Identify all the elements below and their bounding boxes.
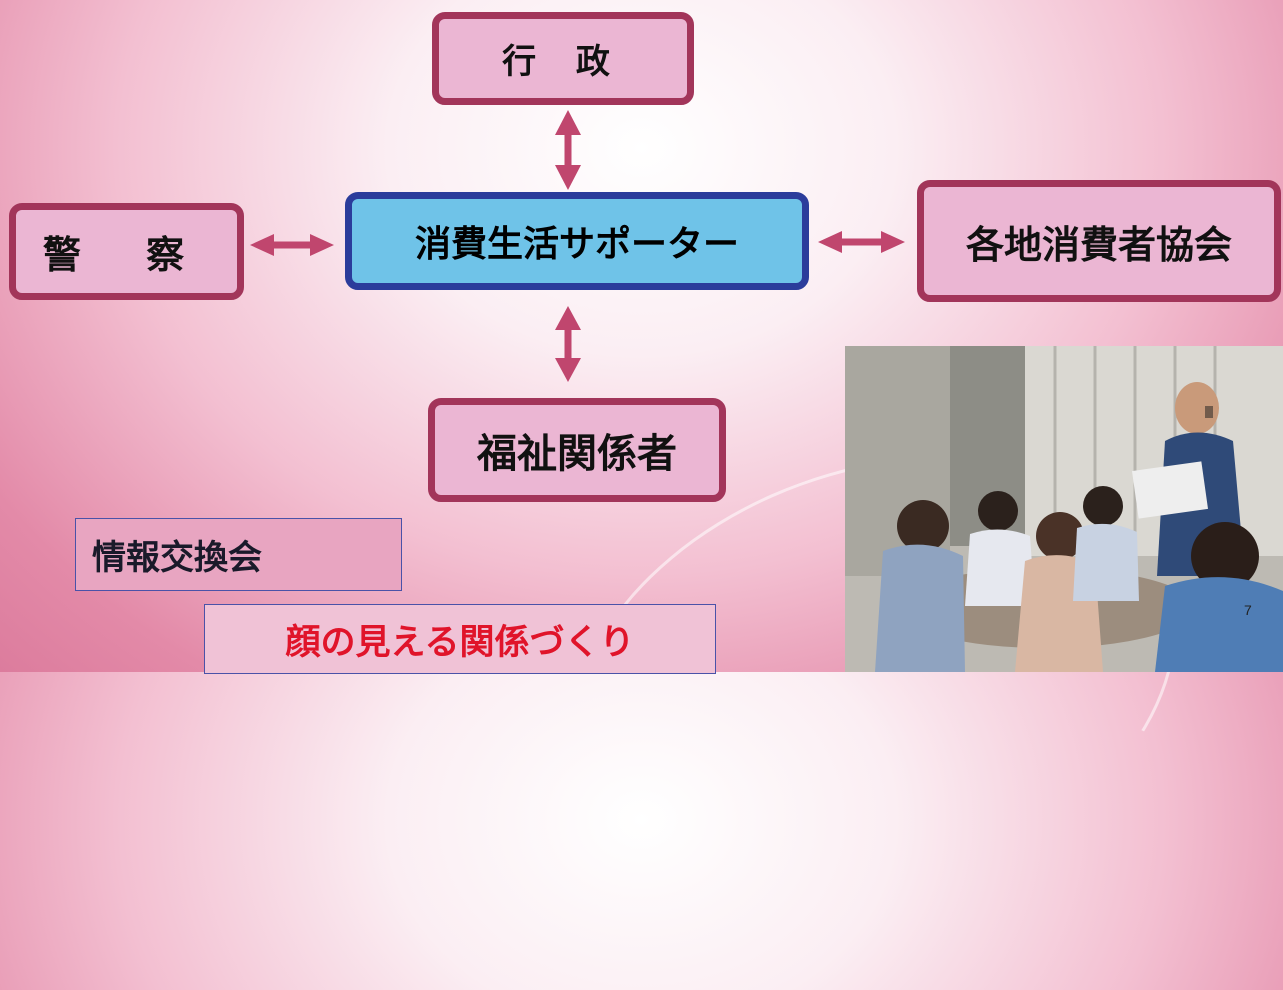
- node-administration-label: 行 政: [502, 42, 624, 82]
- meeting-photo: [845, 346, 1283, 672]
- info-exchange-box: 情報交換会: [75, 518, 402, 591]
- node-welfare-label: 福祉関係者: [477, 431, 677, 477]
- page-number: 7: [1244, 602, 1252, 618]
- node-administration: 行 政: [432, 12, 694, 105]
- arrow-center-left: [250, 234, 334, 256]
- node-consumer-supporter-label: 消費生活サポーター: [414, 224, 739, 265]
- node-consumer-supporter: 消費生活サポーター: [345, 192, 809, 290]
- info-exchange-label: 情報交換会: [92, 538, 262, 578]
- node-police-label: 警 察: [42, 233, 211, 277]
- node-consumer-association-label: 各地消費者協会: [965, 222, 1232, 267]
- node-consumer-association: 各地消費者協会: [917, 180, 1281, 302]
- arrow-center-right: [818, 231, 905, 253]
- relationship-box: 顔の見える関係づくり: [204, 604, 716, 674]
- connector-arrows: [250, 110, 905, 382]
- arrow-center-top: [555, 110, 581, 190]
- arrow-center-bottom: [555, 306, 581, 382]
- node-police: 警 察: [9, 203, 244, 300]
- node-welfare: 福祉関係者: [428, 398, 726, 502]
- relationship-label: 顔の見える関係づくり: [285, 622, 635, 663]
